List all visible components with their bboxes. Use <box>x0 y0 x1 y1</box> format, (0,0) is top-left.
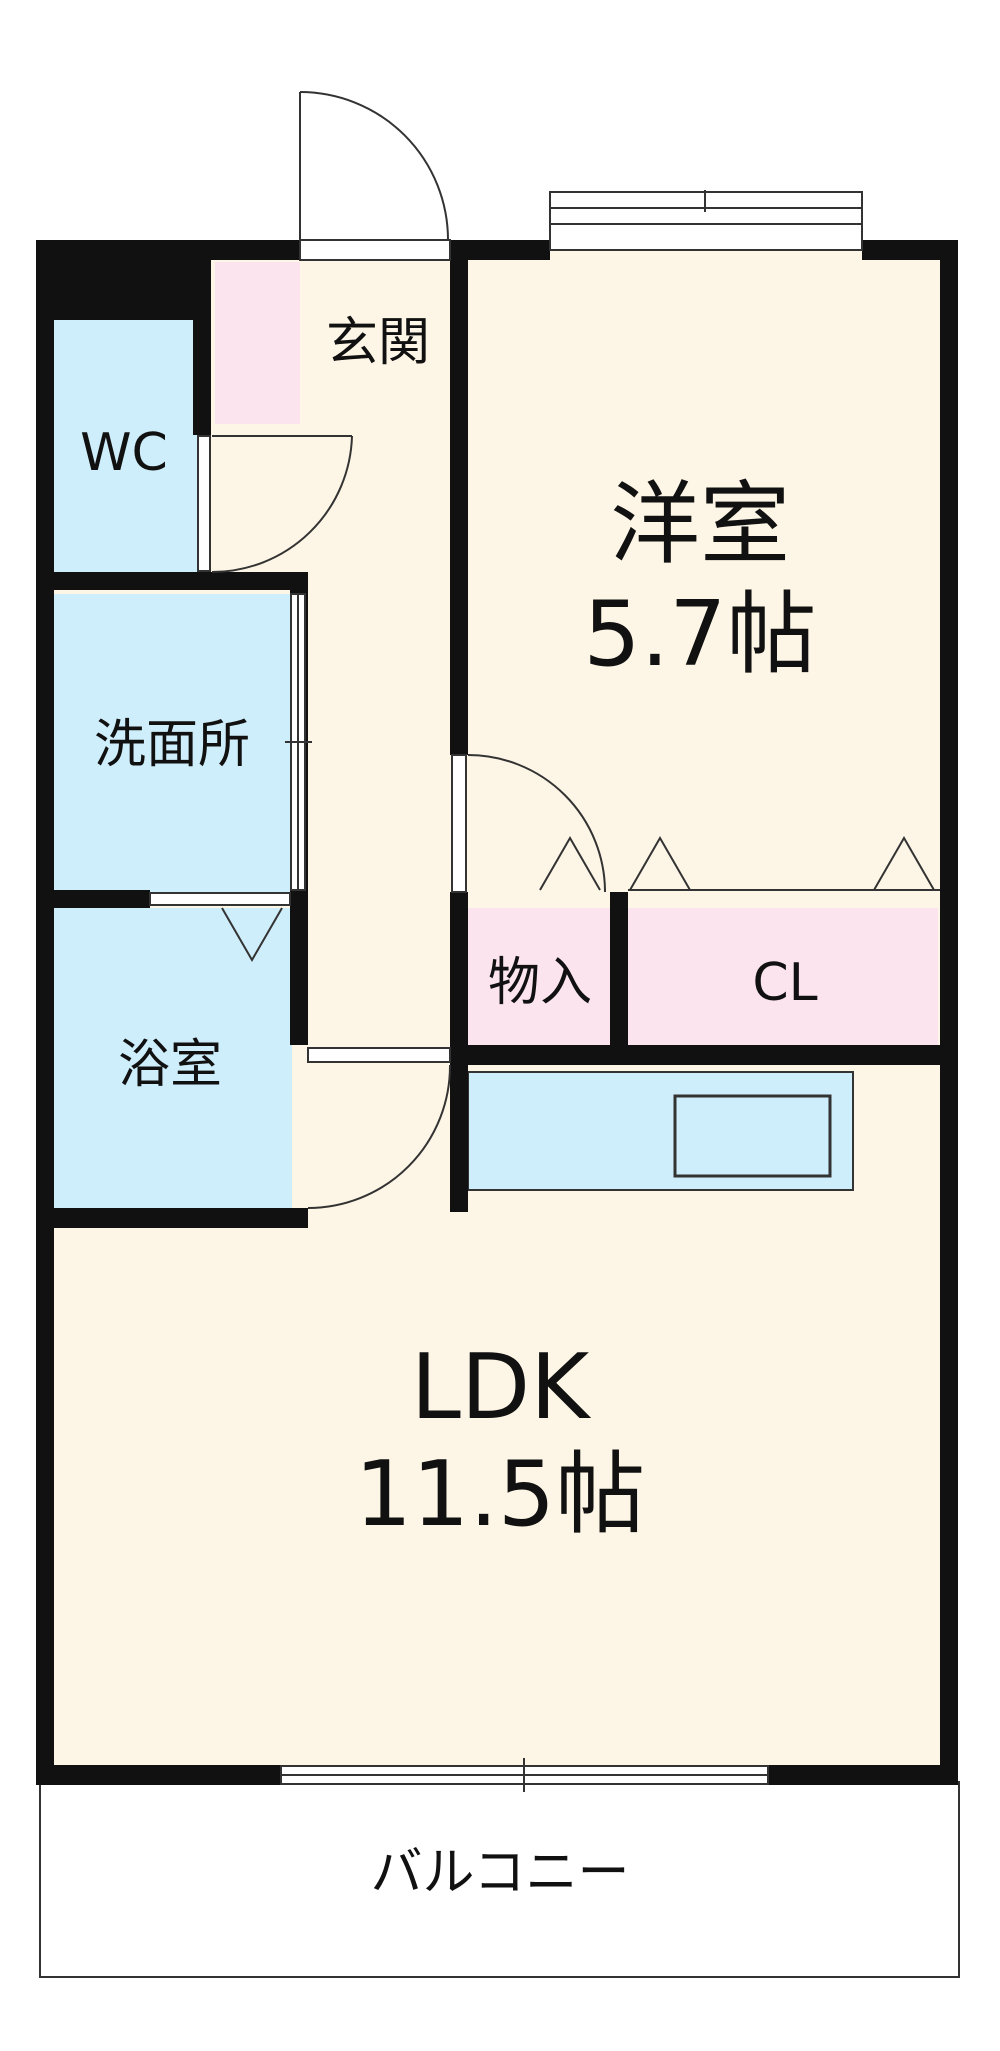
closet-floor <box>628 908 938 1048</box>
storage-label: 物入 <box>488 953 592 1013</box>
entrance-tile <box>215 262 300 424</box>
closet-label: CL <box>752 953 817 1013</box>
windows <box>149 190 863 1792</box>
bathroom-label: 浴室 <box>118 1035 222 1095</box>
outer-walls <box>36 240 958 1785</box>
door-swings <box>211 91 940 1209</box>
wc-label: WC <box>80 423 168 483</box>
washroom-floor <box>52 594 292 894</box>
washroom-label: 洗面所 <box>94 715 250 775</box>
western-room-label: 洋室 <box>610 472 790 577</box>
wc-floor <box>52 320 197 572</box>
balcony-area <box>39 1781 960 1978</box>
ldk-label: LDK <box>411 1335 591 1440</box>
ldk-size: 11.5帖 <box>355 1442 645 1547</box>
storage-floor <box>468 908 618 1048</box>
balcony-label: バルコニー <box>371 1843 630 1903</box>
entrance-label: 玄関 <box>326 313 430 373</box>
kitchen-sink <box>673 1094 832 1178</box>
western-room-size: 5.7帖 <box>583 582 816 687</box>
